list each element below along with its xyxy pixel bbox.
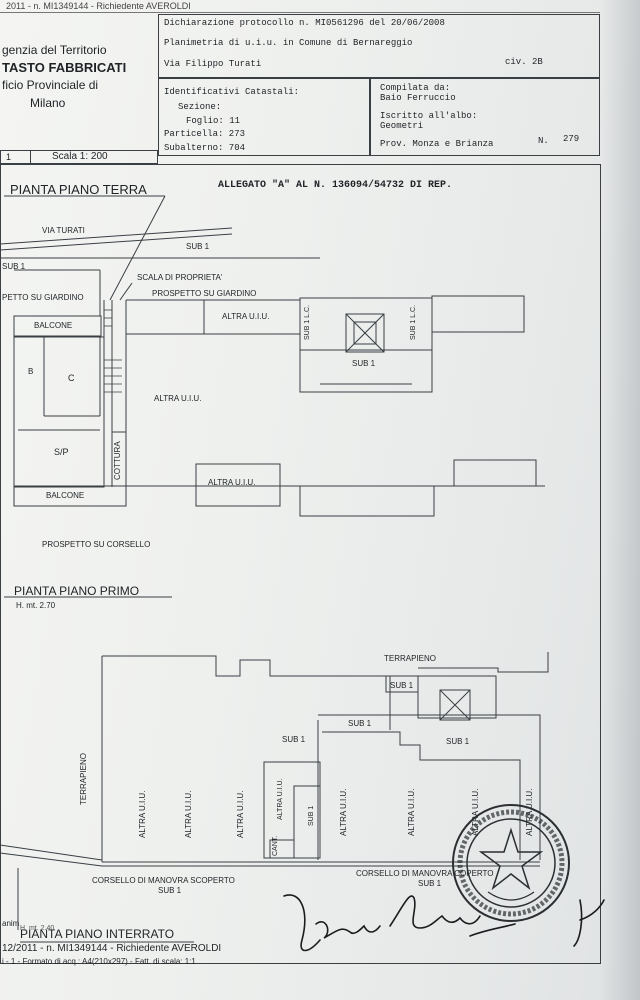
scale-text: Scala 1: 200 [52, 151, 108, 162]
room-sp-label: S/P [54, 447, 69, 457]
altra-uiu-vertical-1: ALTRA U.I.U. [138, 790, 147, 838]
sub1-lc-left: SUB 1 L.C. [304, 304, 311, 340]
albo-label: Iscritto all'albo: [380, 111, 478, 121]
province-text: Prov. Monza e Brianza [380, 139, 494, 149]
sub1-lc-right: SUB 1 L.C. [410, 304, 417, 340]
prospetto-giardino-left: PETTO SU GIARDINO [2, 293, 84, 302]
altra-uiu-vertical-6: ALTRA U.I.U. [407, 788, 416, 836]
cadastral-box [158, 78, 370, 156]
cadastral-particella: Particella: 273 [164, 129, 246, 139]
sub1-basement-2: SUB 1 [348, 719, 372, 728]
sub1-basement-4: SUB 1 [446, 737, 470, 746]
protocol-text: Dichiarazione protocollo n. MI0561296 de… [164, 18, 445, 28]
basement-height: H. mt. 2.40 [20, 925, 55, 932]
cantina-label: CANT. [272, 835, 279, 856]
cadastral-foglio: Foglio: 11 [186, 116, 241, 126]
balcone-bottom-label: BALCONE [46, 491, 85, 500]
corsello-coperto-sub: SUB 1 [418, 879, 442, 888]
plan-title-text: Planimetria di u.i.u. in Comune di Berna… [164, 38, 413, 48]
altra-uiu-1: ALTRA U.I.U. [222, 312, 270, 321]
corsello-scoperto-sub: SUB 1 [158, 886, 182, 895]
altra-uiu-2: ALTRA U.I.U. [154, 394, 202, 403]
cadastral-subalterno: Subalterno: 704 [164, 143, 246, 153]
allegato-text: ALLEGATO "A" AL N. 136094/54732 DI REP. [218, 180, 453, 191]
agency-line-3: ficio Provinciale di [2, 78, 99, 92]
cottura-label: COTTURA [113, 441, 122, 480]
corsello-scoperto-label: CORSELLO DI MANOVRA SCOPERTO [92, 876, 235, 885]
sub1-stair-label: SUB 1 [352, 359, 376, 368]
sub1-label-b: SUB 1 [2, 262, 26, 271]
footer-line-1: 12/2011 - n. MI1349144 - Richiedente AVE… [2, 943, 222, 954]
ground-floor-title: PIANTA PIANO TERRA [10, 182, 147, 197]
altra-uiu-3: ALTRA U.I.U. [208, 478, 256, 487]
basement-title: PIANTA PIANO INTERRATO [20, 927, 175, 941]
sub1-basement-3: SUB 1 [282, 735, 306, 744]
sheet-number: 1 [6, 152, 12, 162]
altra-uiu-vertical-3: ALTRA U.I.U. [236, 790, 245, 838]
sub1-basement-1: SUB 1 [390, 681, 414, 690]
prospetto-giardino-label: PROSPETTO SU GIARDINO [152, 289, 257, 298]
cadastral-section: Sezione: [178, 102, 222, 112]
albo-value: Geometri [380, 121, 424, 131]
sub1-label-a: SUB 1 [186, 242, 210, 251]
scale-row [0, 150, 158, 164]
number-label: N. [538, 136, 549, 146]
street-text: Via Filippo Turati [164, 59, 262, 69]
prospetto-corsello-label: PROSPETTO SU CORSELLO [42, 540, 151, 549]
cadastral-title: Identificativi Catastali: [164, 87, 300, 97]
top-strip-text: 2011 - n. MI1349144 - Richiedente AVEROL… [6, 1, 191, 11]
terrapieno-side-label: TERRAPIENO [79, 752, 88, 805]
footer-fragment: anim [2, 919, 20, 928]
header-box [158, 14, 600, 78]
altra-uiu-vertical-2: ALTRA U.I.U. [184, 790, 193, 838]
agency-line-2: TASTO FABBRICATI [2, 60, 127, 75]
compiled-label: Compilata da: [380, 83, 451, 93]
altra-uiu-vertical-5: ALTRA U.I.U. [339, 788, 348, 836]
compiled-box [370, 78, 600, 156]
balcone-top-label: BALCONE [34, 321, 73, 330]
via-turati-label: VIA TURATI [42, 226, 85, 235]
scala-proprieta-label: SCALA DI PROPRIETA' [137, 273, 223, 282]
handwritten-signature [283, 894, 605, 952]
first-floor-title: PIANTA PIANO PRIMO [14, 584, 140, 598]
room-c-label: C [68, 373, 75, 383]
altra-uiu-vertical-4: ALTRA U.I.U. [277, 778, 284, 821]
page-edge-shadow [600, 0, 640, 1000]
corsello-coperto-label: CORSELLO DI MANOVRA COPERTO [356, 869, 494, 878]
compiled-name: Baio Ferruccio [380, 93, 456, 103]
footer-line-2: i - 1 - Formato di acq.: A4(210x297) - F… [2, 957, 196, 966]
agency-line-1: genzia del Territorio [2, 43, 107, 57]
drawing-frame [0, 164, 601, 964]
civic-text: civ. 2B [505, 57, 543, 67]
room-b-label: B [28, 367, 34, 376]
number-value: 279 [563, 134, 580, 144]
agency-line-4: Milano [30, 96, 66, 110]
terrapieno-top-label: TERRAPIENO [384, 654, 437, 663]
first-floor-height: H. mt. 2.70 [16, 601, 56, 610]
notary-seal-stamp [452, 804, 570, 922]
sub1-vertical-label: SUB 1 [308, 805, 315, 826]
